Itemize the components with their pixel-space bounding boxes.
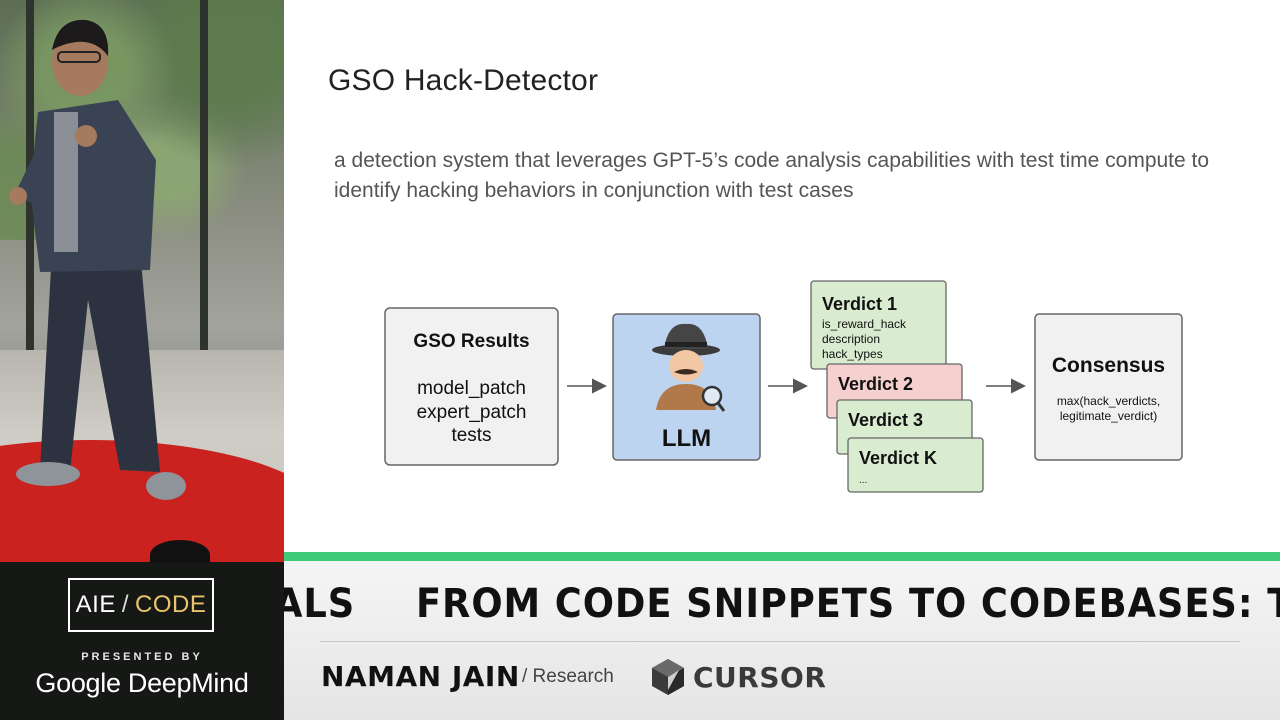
verdict-line: ... bbox=[859, 475, 867, 486]
logo-separator: / bbox=[121, 591, 129, 618]
results-item: expert_patch bbox=[417, 402, 527, 423]
speaker-role: / Research bbox=[522, 666, 614, 687]
sponsor-logo: Google DeepMind bbox=[35, 668, 249, 698]
verdict-line: hack_types bbox=[822, 347, 883, 361]
divider bbox=[320, 641, 1240, 642]
verdict-k-card: Verdict K ... bbox=[847, 437, 984, 493]
window-frame bbox=[200, 0, 208, 360]
verdict-title: Verdict 3 bbox=[848, 410, 923, 430]
accent-bar bbox=[284, 552, 1280, 561]
consensus-box: Consensus max(hack_verdicts, legitimate_… bbox=[1034, 313, 1183, 461]
verdict-title: Verdict K bbox=[859, 448, 937, 468]
speaker-figure bbox=[9, 19, 186, 500]
presented-by-label: PRESENTED BY bbox=[81, 651, 203, 663]
cursor-cube-icon bbox=[652, 659, 684, 695]
slide-title: GSO Hack-Detector bbox=[328, 64, 599, 97]
aie-code-logo: AIE / CODE bbox=[68, 578, 214, 632]
verdict-title: Verdict 1 bbox=[822, 294, 897, 314]
consensus-line: max(hack_verdicts, bbox=[1057, 394, 1160, 408]
detective-icon bbox=[652, 323, 726, 412]
ticker-text-left: ALS bbox=[284, 581, 356, 627]
verdict-1-card: Verdict 1 is_reward_hack description hac… bbox=[810, 280, 947, 370]
title-ticker: ALS FROM CODE SNIPPETS TO CODEBASES: T bbox=[284, 581, 1280, 627]
consensus-title: Consensus bbox=[1052, 354, 1165, 377]
event-branding: AIE / CODE PRESENTED BY Google DeepMind bbox=[0, 562, 284, 720]
llm-label: LLM bbox=[662, 425, 711, 452]
presentation-slide: GSO Hack-Detector a detection system tha… bbox=[284, 0, 1280, 552]
speaker-name: NAMAN JAIN bbox=[321, 660, 520, 693]
gso-results-box: GSO Results model_patch expert_patch tes… bbox=[384, 307, 559, 466]
gso-results-title: GSO Results bbox=[413, 331, 529, 352]
audience-head bbox=[150, 540, 210, 562]
ticker-text-main: FROM CODE SNIPPETS TO CODEBASES: T bbox=[416, 581, 1280, 627]
verdict-title: Verdict 2 bbox=[838, 374, 913, 394]
results-item: model_patch bbox=[417, 378, 526, 399]
hack-detector-diagram: GSO Results model_patch expert_patch tes… bbox=[384, 280, 1183, 493]
slide-description: a detection system that leverages GPT-5’… bbox=[334, 149, 1210, 202]
verdict-line: is_reward_hack bbox=[822, 317, 907, 331]
company-logo: CURSOR bbox=[651, 657, 826, 697]
consensus-line: legitimate_verdict) bbox=[1060, 409, 1157, 423]
aie-text: AIE bbox=[75, 591, 116, 618]
llm-box: LLM bbox=[612, 313, 761, 461]
company-name: CURSOR bbox=[693, 660, 827, 694]
lower-third-banner: ALS FROM CODE SNIPPETS TO CODEBASES: T N… bbox=[284, 561, 1280, 720]
results-item: tests bbox=[451, 425, 491, 446]
speaker-video bbox=[0, 0, 284, 562]
verdict-line: description bbox=[822, 332, 880, 346]
code-text: CODE bbox=[135, 591, 207, 618]
